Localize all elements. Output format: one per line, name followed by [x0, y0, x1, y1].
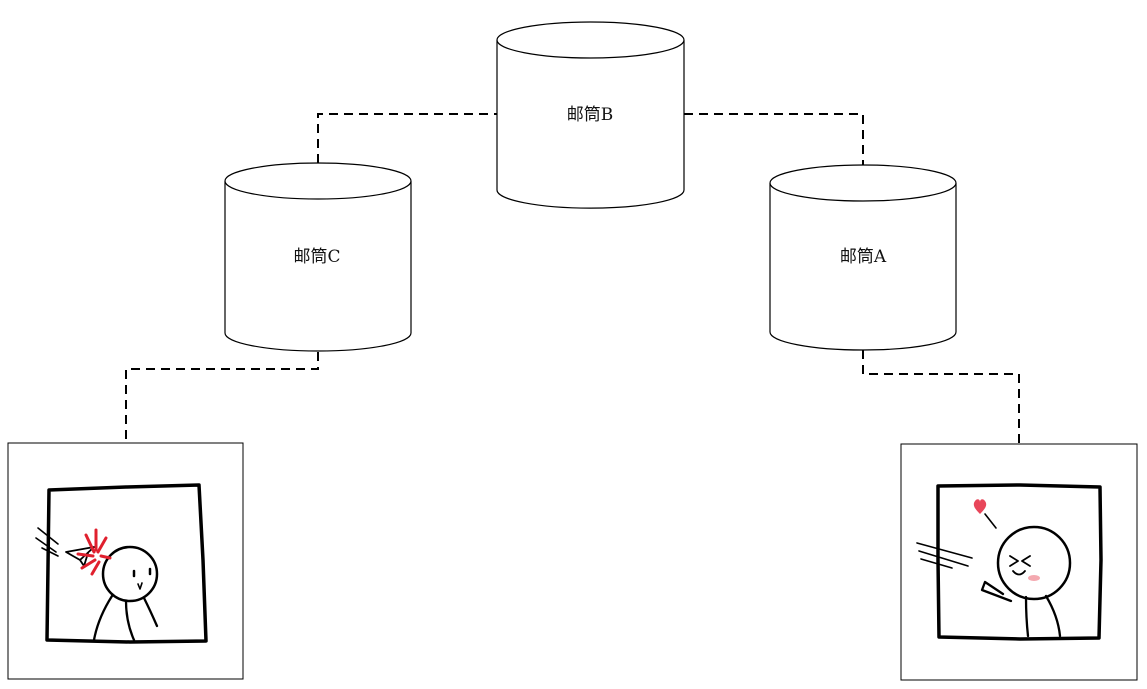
stick-figure-hit-illustration	[35, 483, 208, 644]
stick-figure-happy-illustration	[916, 483, 1103, 641]
impact-burst-icon	[76, 528, 112, 576]
right-node	[900, 443, 1138, 681]
mailbox-c: 邮筒C	[224, 162, 412, 352]
connector-c-to-left-node	[125, 352, 319, 443]
heart-icon	[973, 499, 987, 514]
connector-b-to-a	[684, 113, 864, 165]
mailbox-b-label: 邮筒B	[567, 105, 614, 125]
left-node	[7, 442, 244, 680]
mailbox-a-label: 邮筒A	[840, 247, 887, 267]
connector-a-to-right-node	[862, 350, 1020, 443]
connectors	[125, 113, 1020, 443]
mailbox-a: 邮筒A	[769, 164, 957, 351]
blush-icon	[1028, 575, 1040, 581]
mailbox-c-label: 邮筒C	[293, 247, 340, 267]
connector-c-to-b	[317, 113, 497, 163]
mailbox-b: 邮筒B	[496, 21, 685, 209]
